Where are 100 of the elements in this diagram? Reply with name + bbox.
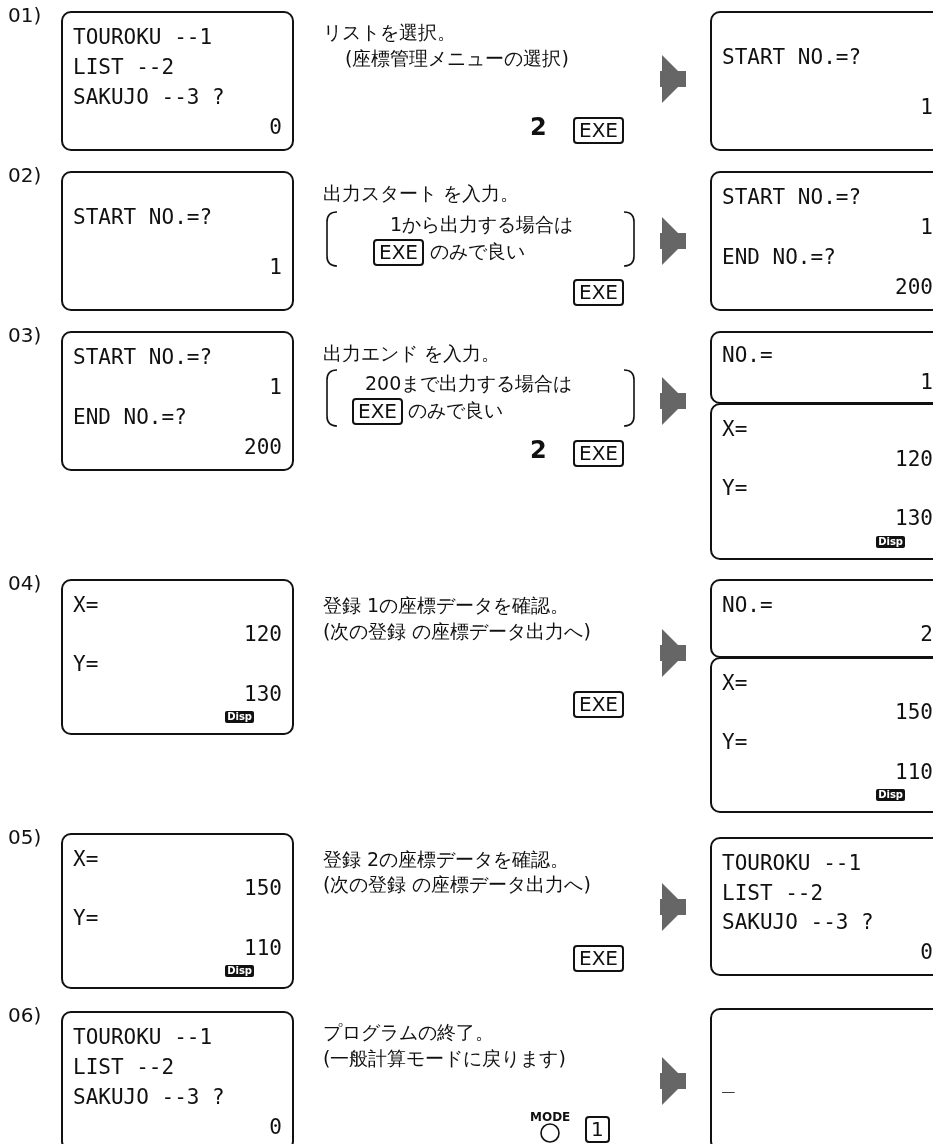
screen-text: START NO.=? (73, 205, 213, 229)
arrow (660, 883, 686, 931)
lcd-screen (61, 331, 294, 471)
step-number: 06) (8, 1004, 42, 1026)
step-number: 02) (8, 164, 42, 186)
lcd-screen (710, 579, 933, 658)
lcd-screen (710, 1008, 933, 1144)
screen-text: Y= (73, 905, 99, 930)
step-number: 03) (8, 324, 42, 346)
lcd-screen (710, 657, 933, 813)
key-label: 2 (530, 116, 547, 138)
lcd-screen (61, 11, 294, 151)
screen-text: 0 (269, 115, 282, 139)
disp-indicator: Disp (876, 536, 905, 549)
screen-text: X= (722, 416, 748, 441)
instruction-text: 1から出力する場合は (390, 213, 574, 235)
screen-text: NO.= (722, 342, 773, 367)
arrow (660, 217, 686, 265)
screen-text: X= (722, 670, 748, 695)
keycap: EXE (373, 239, 424, 266)
screen-text: END NO.=? (722, 245, 836, 269)
screen-text: 130 (244, 681, 282, 706)
screen-text: 1 (269, 255, 282, 279)
instruction-text: (座標管理メニューの選択) (345, 47, 569, 69)
screen-text: TOUROKU --1 (722, 850, 862, 875)
step-number: 04) (8, 572, 42, 594)
disp-indicator: Disp (225, 965, 254, 978)
instruction-text: 出力スタート を入力。 (323, 182, 520, 204)
keycap: EXE (573, 117, 624, 144)
screen-text: LIST --2 (73, 1055, 175, 1079)
instruction-text: のみで良い (408, 399, 503, 421)
instruction-text: のみで良い (430, 240, 525, 262)
lcd-screen (710, 11, 933, 151)
lcd-screen (710, 837, 933, 976)
keycap: 1 (585, 1116, 610, 1143)
screen-text: LIST --2 (722, 880, 824, 905)
disp-indicator: Disp (876, 789, 905, 802)
lcd-screen (710, 171, 933, 311)
keycap: EXE (352, 398, 403, 425)
screen-text: START NO.=? (722, 45, 862, 69)
screen-text: Y= (73, 651, 99, 676)
screen-text: 1 (920, 215, 933, 239)
screen-text: 120 (244, 622, 282, 647)
instruction-text: (次の登録 の座標データ出力へ) (323, 620, 591, 642)
screen-text: SAKUJO --3 ? (722, 910, 874, 935)
arrow (660, 629, 686, 677)
arrow (660, 1057, 686, 1105)
keycap: EXE (573, 691, 624, 718)
screen-text: 0 (269, 1115, 282, 1139)
lcd-screen (61, 833, 294, 989)
screen-text: 110 (895, 759, 933, 784)
instruction-text: 登録 1の座標データを確認。 (323, 594, 570, 616)
lcd-screen (61, 579, 294, 735)
screen-text: LIST --2 (73, 55, 175, 79)
screen-text: 200 (244, 435, 282, 459)
instruction-text: (次の登録 の座標データ出力へ) (323, 873, 591, 895)
key-label: 2 (530, 439, 547, 461)
screen-text: 2 (920, 622, 933, 647)
arrow (660, 377, 686, 425)
screen-text: 150 (895, 700, 933, 725)
lcd-screen (710, 331, 933, 404)
lcd-screen (710, 403, 933, 560)
screen-text: X= (73, 592, 99, 617)
screen-text: NO.= (722, 592, 773, 617)
screen-text: 0 (920, 940, 933, 965)
instruction-text: リストを選択。 (323, 21, 456, 43)
screen-text: 130 (895, 506, 933, 531)
screen-text: Y= (722, 476, 748, 501)
keycap: EXE (573, 279, 624, 306)
instruction-text: 200まで出力する場合は (365, 372, 573, 394)
key-label: MODE (530, 1109, 571, 1126)
instruction-text: プログラムの終了。 (323, 1021, 494, 1043)
screen-text: 120 (895, 446, 933, 471)
instruction-text: (一般計算モードに戻ります) (323, 1047, 566, 1069)
screen-text: 110 (244, 935, 282, 960)
keycap: EXE (573, 440, 624, 467)
screen-text: X= (73, 846, 99, 871)
step-number: 05) (8, 826, 42, 848)
disp-indicator: Disp (225, 711, 254, 724)
screen-text: TOUROKU --1 (73, 25, 213, 49)
lcd-screen (61, 171, 294, 311)
instruction-text: 登録 2の座標データを確認。 (323, 848, 570, 870)
keycap: EXE (573, 945, 624, 972)
screen-text: 1 (920, 95, 933, 119)
step-number: 01) (8, 4, 42, 26)
screen-text: 150 (244, 876, 282, 901)
arrow (660, 55, 686, 103)
screen-text: SAKUJO --3 ? (73, 85, 225, 109)
screen-text: START NO.=? (722, 185, 862, 209)
screen-text: TOUROKU --1 (73, 1025, 213, 1049)
screen-text: END NO.=? (73, 405, 187, 429)
screen-text: 1 (920, 370, 933, 395)
screen-text: SAKUJO --3 ? (73, 1085, 225, 1109)
lcd-screen (61, 1011, 294, 1144)
screen-text: 200 (895, 275, 933, 299)
screen-text: _ (722, 1068, 735, 1093)
screen-text: Y= (722, 729, 748, 754)
instruction-text: 出力エンド を入力。 (323, 342, 501, 364)
screen-text: 1 (269, 375, 282, 399)
screen-text: START NO.=? (73, 345, 213, 369)
